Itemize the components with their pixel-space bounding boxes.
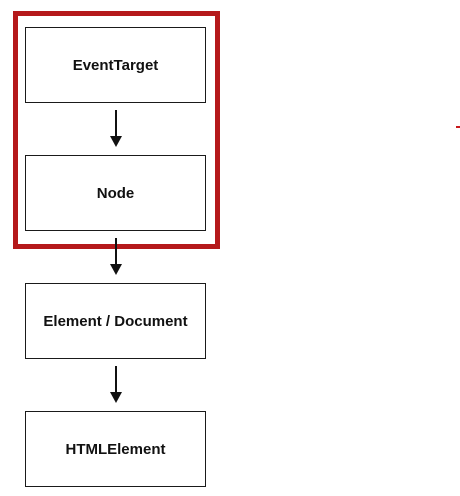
arrow-down-icon	[107, 365, 125, 405]
node-node: Node	[25, 155, 206, 231]
node-label: Element / Document	[43, 312, 188, 330]
red-mark	[456, 126, 460, 128]
node-label: EventTarget	[72, 56, 159, 74]
node-element-document: Element / Document	[25, 283, 206, 359]
node-label: Node	[96, 184, 135, 202]
node-html-element: HTMLElement	[25, 411, 206, 487]
node-label: HTMLElement	[65, 440, 166, 458]
arrow-down-icon	[107, 109, 125, 149]
node-event-target: EventTarget	[25, 27, 206, 103]
arrow-down-icon	[107, 237, 125, 277]
